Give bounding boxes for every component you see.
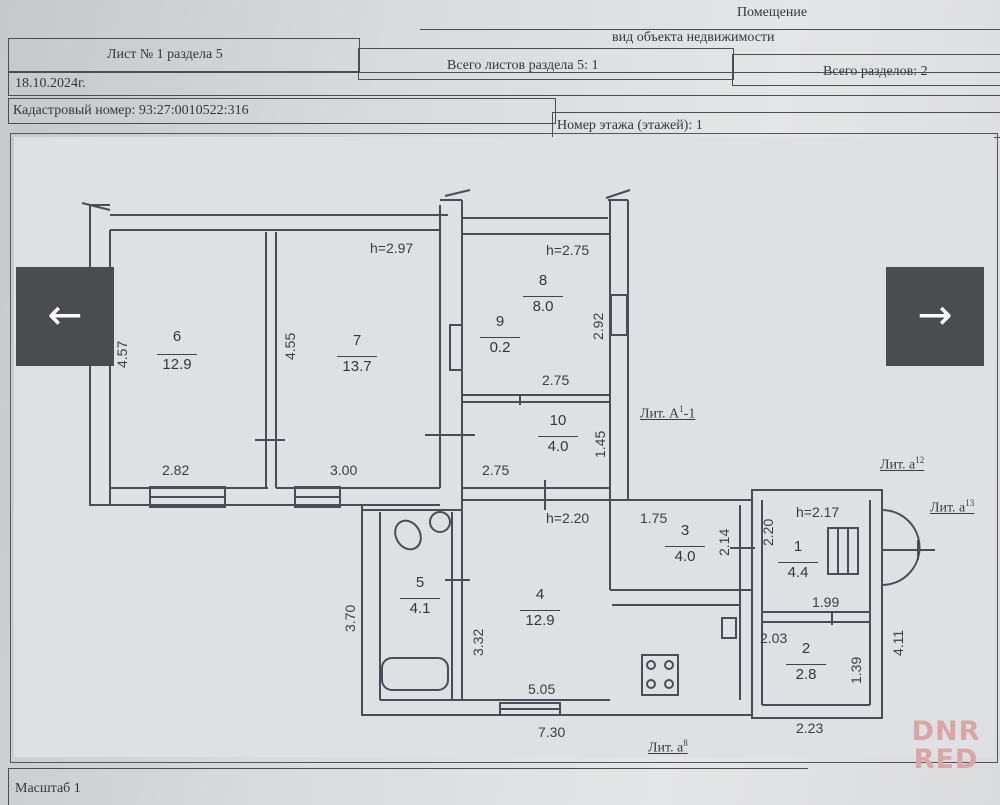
height-label-2: h=2.75 (546, 242, 590, 258)
sheets-total: Всего листов раздела 5: 1 (447, 58, 599, 73)
date-cell: 18.10.2024г. (8, 72, 1000, 96)
arrow-left-icon: ← (47, 290, 83, 339)
sections-total: Всего разделов: 2 (823, 64, 928, 79)
dim-4-57: 4.57 (114, 340, 130, 368)
cadastral-cell: Кадастровый номер: 93:27:0010522:316 (8, 98, 556, 124)
room-4-number: 4 (535, 586, 545, 603)
room-6-number: 6 (172, 328, 182, 345)
floor-number: Номер этажа (этажей): 1 (557, 118, 703, 133)
dim-3-32: 3.32 (470, 628, 486, 656)
height-label-3: h=2.20 (546, 510, 590, 526)
room-1-area: 4.4 (778, 562, 818, 581)
dim-2-03: 2.03 (760, 630, 788, 646)
room-2-number: 2 (801, 640, 811, 657)
room-9-number: 9 (495, 313, 505, 330)
dim-2-20: 2.20 (760, 518, 776, 546)
plan-frame (10, 133, 998, 763)
dim-2-14: 2.14 (716, 528, 732, 556)
room-7-area: 13.7 (337, 356, 377, 375)
dim-2-75-bottom: 2.75 (482, 462, 510, 478)
room-4-area: 12.9 (520, 610, 560, 629)
room-7-number: 7 (352, 332, 362, 349)
room-9-area: 0.2 (480, 337, 520, 356)
dim-3-70: 3.70 (342, 604, 358, 632)
room-8-number: 8 (538, 272, 548, 289)
dim-1-75: 1.75 (640, 510, 668, 526)
room-5-number: 5 (415, 574, 425, 591)
object-type-label: вид объекта недвижимости (612, 30, 775, 45)
dim-2-23: 2.23 (796, 720, 824, 736)
lit-a13-label: Лит. а13 (930, 498, 975, 516)
dim-2-75-top: 2.75 (542, 372, 570, 388)
dim-2-92: 2.92 (590, 312, 606, 340)
next-image-button[interactable]: → (886, 267, 984, 366)
sheet-number: Лист № 1 раздела 5 (107, 47, 223, 62)
dim-4-11: 4.11 (890, 629, 906, 656)
plan-background (14, 137, 994, 757)
lit-a8-label: Лит. а8 (648, 738, 688, 756)
prev-image-button[interactable]: ← (16, 267, 114, 366)
dim-3-00: 3.00 (330, 462, 358, 478)
room-3-area: 4.0 (665, 546, 705, 565)
room-10-area: 4.0 (538, 436, 578, 455)
document-date: 18.10.2024г. (15, 76, 86, 91)
room-8-area: 8.0 (523, 296, 563, 315)
height-label-4: h=2.17 (796, 504, 840, 520)
room-2-area: 2.8 (786, 664, 826, 683)
arrow-right-icon: → (917, 290, 953, 339)
room-3-number: 3 (680, 522, 690, 539)
scale-label: Масштаб 1 (15, 781, 81, 796)
lit-a1-label: Лит. А1-1 (640, 404, 696, 422)
sheets-total-cell: Всего листов раздела 5: 1 (358, 48, 734, 80)
height-label-1: h=2.97 (370, 240, 414, 256)
sheet-number-cell: Лист № 1 раздела 5 (8, 38, 360, 72)
dim-1-99: 1.99 (812, 594, 840, 610)
dim-7-30: 7.30 (538, 724, 566, 740)
room-10-number: 10 (549, 412, 567, 429)
dim-1-45: 1.45 (592, 430, 608, 458)
dim-1-39: 1.39 (848, 656, 864, 684)
dim-2-82: 2.82 (162, 462, 190, 478)
scale-cell: Масштаб 1 (8, 768, 808, 805)
dim-4-55: 4.55 (282, 332, 298, 360)
sections-total-cell: Всего разделов: 2 (732, 54, 1000, 86)
cadastral-number: Кадастровый номер: 93:27:0010522:316 (13, 103, 249, 118)
dim-5-05: 5.05 (528, 681, 556, 697)
object-title: Помещение (736, 5, 808, 20)
lit-a12-label: Лит. а12 (880, 455, 925, 473)
site-watermark-logo: DNR RED (911, 716, 981, 775)
room-1-number: 1 (793, 538, 803, 555)
room-6-area: 12.9 (157, 354, 197, 373)
header-title-cell: Помещение (420, 4, 1000, 30)
room-5-area: 4.1 (400, 598, 440, 617)
